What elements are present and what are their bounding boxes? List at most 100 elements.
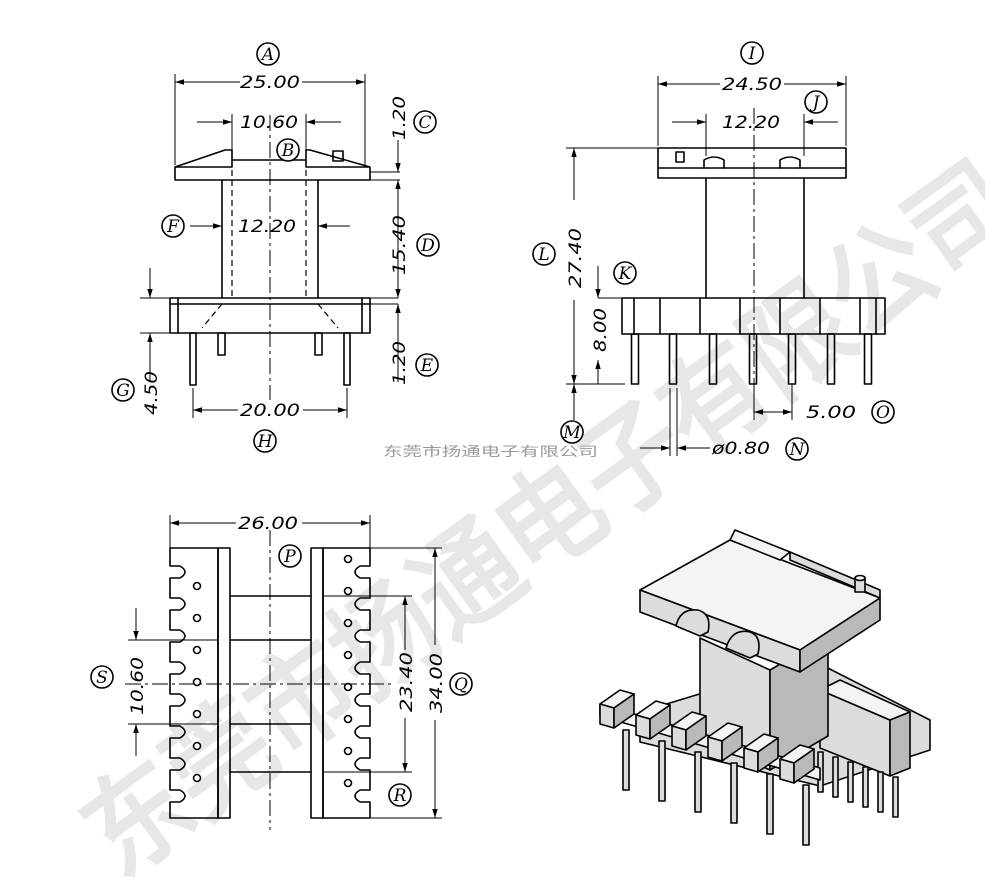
callout-I-label: I: [748, 44, 756, 64]
watermark: 东莞市扬通电子有限公司 东莞市扬通电子有限公司: [59, 138, 985, 896]
flange-hole: [192, 709, 202, 719]
callout-F: [161, 214, 185, 238]
flange-hole: [343, 714, 353, 724]
callout-B-label: B: [281, 141, 295, 161]
iso-front-pin: [730, 762, 738, 824]
isometric-view: [599, 529, 931, 846]
callout-C: [413, 110, 437, 134]
dim-S-value: 10.60: [128, 657, 148, 715]
flange-hole: [343, 618, 353, 628]
callout-J-label: J: [810, 93, 821, 113]
callout-D: [416, 233, 440, 257]
dim-E-value: 1.20: [390, 341, 410, 385]
iso-front-pin: [658, 740, 666, 802]
iso-back-pin: [862, 766, 869, 808]
callout-R-label: R: [393, 786, 407, 806]
flange-hole: [343, 554, 353, 564]
iso-front-pin: [802, 784, 810, 846]
callout-R: [388, 783, 412, 807]
bottom-view: 26.00 P 10.60 S 23.40 R 34.00 Q: [90, 514, 473, 830]
dim-D-value: 15.40: [390, 215, 410, 275]
side-view: 24.50 I 12.20 J 27.40 L 8.00 K M 5: [532, 41, 895, 461]
flange-hole: [343, 586, 353, 596]
dim-R-value: 23.40: [397, 652, 417, 712]
dim-N-value: ø0.80: [711, 439, 770, 459]
callout-K: [613, 261, 637, 285]
watermark-company-text: 东莞市扬通电子有限公司: [59, 138, 985, 896]
comb-tooth-side: [793, 748, 815, 784]
callout-J: [804, 90, 828, 114]
dim-A-value: 25.00: [240, 73, 300, 93]
callout-G: [111, 378, 135, 402]
callout-Q: [449, 672, 473, 696]
callout-M-label: M: [562, 423, 581, 443]
flange-hole: [343, 650, 353, 660]
flange-hole: [192, 773, 202, 783]
dim-K-value: 8.00: [591, 308, 611, 352]
side-pin: [748, 333, 758, 385]
watermark-small-text: 东莞市扬通电子有限公司: [383, 444, 598, 460]
flange-hole: [192, 741, 202, 751]
comb-tooth-front: [779, 758, 795, 784]
dim-H-value: 20.00: [240, 401, 300, 421]
dim-F-value: 12.20: [238, 217, 296, 237]
callout-D-label: D: [420, 236, 435, 256]
callout-H-label: H: [257, 432, 274, 452]
callout-N-label: N: [789, 440, 806, 460]
callout-M: [560, 420, 584, 444]
callout-N: [785, 437, 809, 461]
comb-tooth-front: [671, 725, 687, 751]
callout-S-label: S: [96, 668, 108, 688]
flange-hole: [343, 746, 353, 756]
iso-front-pin: [766, 773, 774, 835]
callout-I: [740, 41, 764, 65]
side-pin: [863, 333, 873, 385]
dim-C-value: 1.20: [390, 96, 410, 140]
iso-back-pin: [832, 756, 839, 798]
callout-G-label: G: [116, 381, 130, 401]
flange-hole: [192, 645, 202, 655]
dim-J-value: 12.20: [722, 113, 780, 133]
callout-B: [276, 138, 300, 162]
callout-O: [871, 400, 895, 424]
comb-tooth-front: [599, 703, 615, 729]
iso-front-pin: [622, 729, 630, 791]
callout-P-label: P: [283, 547, 296, 567]
side-pin: [708, 333, 718, 385]
callout-L-label: L: [537, 245, 549, 265]
flange-hole: [192, 677, 202, 687]
callout-K-label: K: [618, 264, 633, 284]
iso-back-pin: [877, 771, 884, 813]
side-pin: [826, 333, 836, 385]
callout-P: [278, 544, 302, 568]
callout-A: [256, 42, 280, 66]
flange-hole: [192, 613, 202, 623]
dim-B-value: 10.60: [240, 113, 298, 133]
callout-E-label: E: [420, 356, 434, 376]
callout-E: [415, 353, 439, 377]
flange-hole: [192, 581, 202, 591]
callout-A-label: A: [260, 45, 274, 65]
callout-L: [532, 242, 556, 266]
callout-O-label: O: [876, 403, 890, 423]
comb-tooth-front: [707, 736, 723, 762]
flange-hole: [343, 778, 353, 788]
iso-back-pin: [847, 761, 854, 803]
front-view: 25.00 A 10.60 B 1.20 C 15.40 D 1.20 E 12…: [111, 42, 440, 453]
callout-Q-label: Q: [454, 675, 468, 695]
callout-S: [90, 665, 114, 689]
flange-hole: [343, 682, 353, 692]
side-pin: [668, 333, 678, 385]
dim-Q-value: 34.00: [427, 653, 447, 713]
dim-L-value: 27.40: [566, 228, 586, 288]
comb-tooth-front: [635, 714, 651, 740]
dim-I-value: 24.50: [722, 75, 782, 95]
comb-tooth-side: [613, 693, 635, 729]
comb-tooth-side: [649, 704, 671, 740]
comb-tooth-front: [743, 747, 759, 773]
dim-O-value: 5.00: [806, 403, 856, 423]
side-pin: [630, 333, 640, 385]
dim-G-value: 4.50: [142, 371, 162, 415]
callout-C-label: C: [418, 113, 431, 133]
